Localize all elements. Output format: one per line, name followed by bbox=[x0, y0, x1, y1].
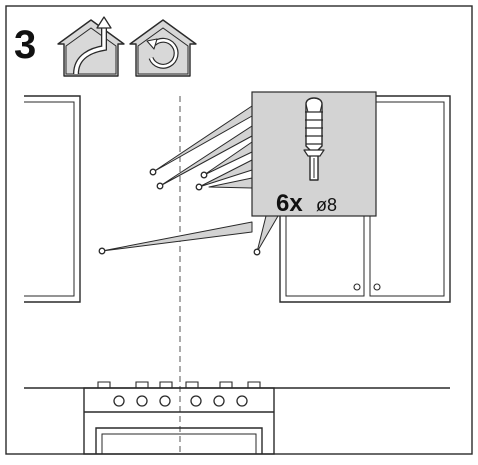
drill-hole bbox=[253, 248, 261, 256]
drill-hole bbox=[98, 247, 106, 255]
cooker bbox=[83, 381, 275, 455]
fixing-diameter: ø8 bbox=[316, 195, 337, 215]
control-knob bbox=[113, 395, 125, 407]
cabinet-knob bbox=[353, 283, 361, 291]
drill-hole bbox=[200, 171, 208, 179]
control-knob bbox=[213, 395, 225, 407]
left-wall-cabinet bbox=[24, 95, 81, 303]
control-knob bbox=[159, 395, 171, 407]
control-knob bbox=[236, 395, 248, 407]
control-knob bbox=[190, 395, 202, 407]
drill-holes bbox=[98, 168, 261, 256]
drill-hole bbox=[156, 182, 164, 190]
fixing-quantity: 6x bbox=[276, 190, 303, 217]
ducted-extraction-icon bbox=[57, 16, 125, 77]
cabinet-knob bbox=[373, 283, 381, 291]
control-knob bbox=[136, 395, 148, 407]
drill-hole bbox=[149, 168, 157, 176]
cooker-control-knobs bbox=[113, 395, 248, 407]
wall-plug-icon bbox=[303, 97, 325, 181]
drill-hole bbox=[195, 183, 203, 191]
recirculation-icon bbox=[129, 19, 197, 77]
step-number: 3 bbox=[14, 23, 36, 67]
